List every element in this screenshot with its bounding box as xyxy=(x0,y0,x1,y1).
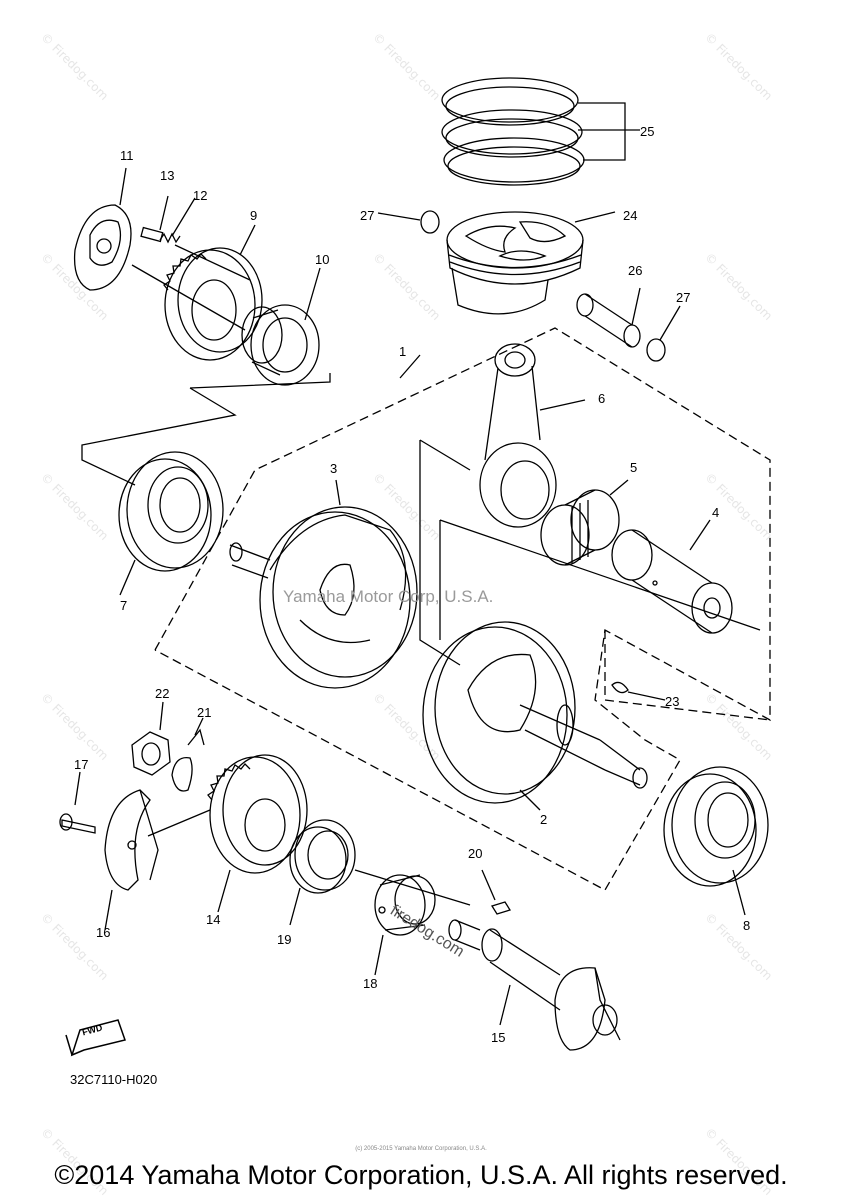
needle-bearing xyxy=(354,869,471,976)
callout-2: 2 xyxy=(540,812,548,827)
callout-20: 20 xyxy=(468,846,483,861)
circlip xyxy=(646,338,666,362)
bearing xyxy=(118,451,224,596)
callout-26: 26 xyxy=(628,263,643,278)
nut xyxy=(131,701,171,776)
piston xyxy=(446,211,616,315)
callout-17: 17 xyxy=(74,757,89,772)
bearing xyxy=(663,766,769,916)
balancer-weight xyxy=(104,789,211,931)
bearing xyxy=(289,819,356,926)
fine-print: (c) 2005-2015 Yamaha Motor Corporation, … xyxy=(355,1146,487,1152)
crank-wheel-right xyxy=(422,519,761,811)
oil-seal xyxy=(189,267,331,389)
leader-line xyxy=(399,354,421,379)
diagram-code: 32C7110-H020 xyxy=(70,1072,158,1087)
connecting-rod xyxy=(419,343,586,666)
leader-line xyxy=(81,387,237,486)
callout-5: 5 xyxy=(630,460,638,475)
callout-3: 3 xyxy=(330,461,338,476)
fwd-arrow-icon xyxy=(65,1019,126,1057)
callout-16: 16 xyxy=(96,925,111,940)
callout-14: 14 xyxy=(206,912,221,927)
copyright-notice: ©2014 Yamaha Motor Corporation, U.S.A. A… xyxy=(54,1160,788,1190)
callout-24: 24 xyxy=(623,208,638,223)
callout-22: 22 xyxy=(155,686,170,701)
callout-15: 15 xyxy=(491,1030,506,1045)
pin-and-spring xyxy=(131,195,251,331)
callout-13: 13 xyxy=(160,168,175,183)
balancer-gear xyxy=(207,754,308,913)
key xyxy=(481,869,511,915)
needle-bearing xyxy=(540,479,629,566)
crankshaft-assembly-box xyxy=(154,327,771,891)
callout-7: 7 xyxy=(120,598,128,613)
callout-8: 8 xyxy=(743,918,751,933)
woodruff-key xyxy=(604,630,771,721)
callout-11: 11 xyxy=(120,148,134,163)
callout-9: 9 xyxy=(250,208,258,223)
bolt xyxy=(59,771,96,834)
callout-6: 6 xyxy=(598,391,606,406)
callout-18: 18 xyxy=(363,976,378,991)
circlip xyxy=(420,210,440,234)
piston-pin xyxy=(576,287,641,348)
balancer-shaft xyxy=(448,919,621,1051)
center-watermark: Yamaha Motor Corp, U.S.A. xyxy=(283,587,494,606)
callout-21: 21 xyxy=(197,705,212,720)
piston-rings xyxy=(441,77,640,186)
crank-wheel-left xyxy=(229,479,418,689)
callout-27-left: 27 xyxy=(360,208,375,223)
callout-25: 25 xyxy=(640,124,655,139)
callout-27-right: 27 xyxy=(676,290,691,305)
callout-12: 12 xyxy=(193,188,208,203)
callout-4: 4 xyxy=(712,505,720,520)
plate xyxy=(73,167,132,291)
callout-10: 10 xyxy=(315,252,330,267)
callout-1: 1 xyxy=(399,344,407,359)
primary-gear xyxy=(163,224,263,361)
callout-23: 23 xyxy=(665,694,680,709)
callout-19: 19 xyxy=(277,932,292,947)
crank-pin xyxy=(611,519,733,634)
lock-washer xyxy=(171,717,205,792)
